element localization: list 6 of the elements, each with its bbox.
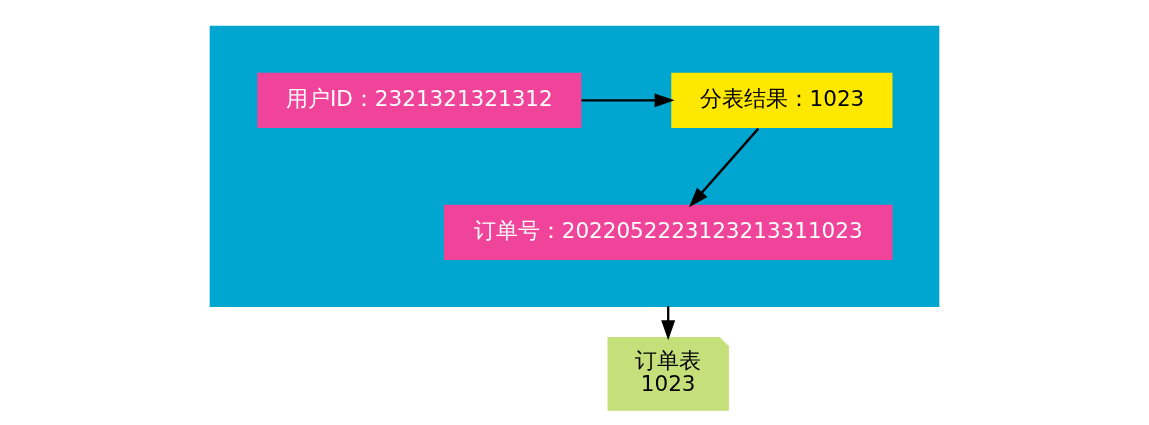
arrow bbox=[581, 93, 675, 108]
cluster bbox=[209, 25, 940, 307]
node-box: 分表结果：1023 bbox=[671, 72, 893, 128]
node-box: 用户ID：2321321321312 bbox=[257, 72, 582, 128]
node-box: 订单号：2022052223123213311023 bbox=[443, 204, 893, 261]
arrow bbox=[689, 127, 760, 208]
